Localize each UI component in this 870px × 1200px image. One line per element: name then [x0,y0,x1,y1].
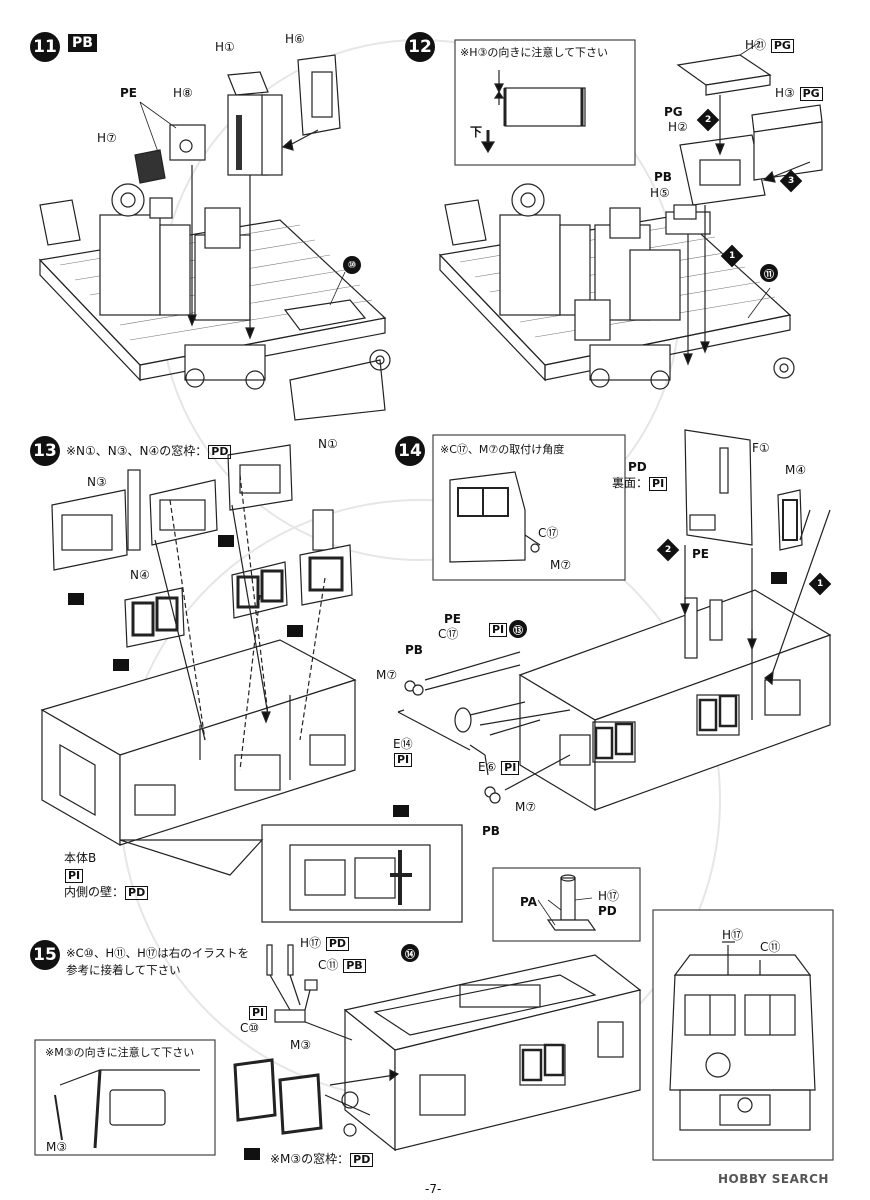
paint-chip-icon [244,1148,260,1160]
step-12-sub-11: ⑪ [760,264,778,282]
label-pe-right: PE [692,547,709,561]
paint-chip-icon [393,805,409,817]
label-h17: H⑰ PD [300,936,350,951]
step15-body [233,944,642,1152]
paint-chip-icon [287,625,303,637]
step-15-bottom-note: ※M③の窓枠：PD [270,1152,374,1167]
inset-label-pa: PA [520,895,537,909]
label-m7: M⑦ [376,668,398,682]
label-h5: H⑤ [650,186,670,200]
label-h21: H㉑ PG [745,38,794,53]
front-label-h17: H⑰ [722,928,744,942]
label-c11: C⑪ PB [318,958,366,973]
label-h3: H③ PG [775,86,823,101]
label-m4: M④ [785,463,807,477]
label-h6: H⑥ [285,32,305,46]
step12-note-box [454,39,636,166]
step-13-number: 13 [30,436,60,466]
step-14-sub-13: ⑬ [509,620,527,638]
note-label-c17: C⑰ [538,526,559,540]
label-f1: F① [752,441,770,455]
step-15-sub-14: ⑭ [401,944,419,962]
label-pi: PI [248,1005,268,1020]
step-11-number: 11 [30,32,60,62]
label-m7b: M⑦ [515,800,537,814]
step-11-paint-code: PB [68,34,97,52]
label-pb: PB [654,170,672,184]
step14-small-parts [397,651,571,804]
label-pe-left: PE [444,612,461,626]
label-n1: N① [318,437,338,451]
step-15-number: 15 [30,940,60,970]
label-h2: H② [668,120,688,134]
note-label-m7: M⑦ [550,558,572,572]
step11-parts [134,54,346,340]
label-m3: M③ [290,1038,312,1052]
label-pg: PG [664,105,683,119]
inset-label-pd: PD [598,904,617,918]
step-14-note: ※C⑰、M⑦の取付け角度 [440,443,565,456]
step12-parts [665,41,823,366]
label-pb2: PB [482,824,500,838]
label-pd: PD [628,460,647,474]
front-label-c11: C⑪ [760,940,781,954]
label-e6: E⑥ PI [478,760,520,775]
label-back: 裏面：PI [612,476,668,491]
label-pi2: PI [393,752,413,767]
step-13-body-labels: 本体B PI 内側の壁：PD [64,850,149,901]
label-c17: C⑰ [438,627,459,641]
inset-label-h17: H⑰ [598,889,620,903]
step-13-note: ※N①、N③、N④の窓枠：PD [66,444,232,459]
label-h8: H⑧ [173,86,193,100]
label-h1: H① [215,40,235,54]
paint-chip-icon [68,593,84,605]
step11-deck [38,183,391,421]
paint-chip-icon [771,572,787,584]
paint-chip-icon [113,659,129,671]
step-12-note: ※H③の向きに注意して下さい [460,44,609,60]
label-n4: N④ [130,568,150,582]
step-14-number: 14 [395,436,425,466]
label-c10: C⑩ [240,1021,260,1035]
step-15-box-note: ※M③の向きに注意して下さい [45,1046,195,1059]
watermark-logo: HOBBY SEARCH [718,1172,829,1186]
step15-front-view [652,909,834,1161]
step-11-sub-10: ⑩ [343,256,361,274]
step-12-number: 12 [405,32,435,62]
label-h7: H⑦ [97,131,117,145]
box-label-m3: M③ [46,1140,68,1154]
step14-inset [492,867,641,942]
step14-note-box [432,434,626,581]
label-pb: PB [405,643,423,657]
step13-body [40,444,357,847]
label-e14: E⑭ [393,737,413,751]
label-pi: PI [488,622,508,637]
step-12-down-label: 下 [470,125,483,139]
page-number: -7- [425,1182,442,1196]
step-15-note: ※C⑩、H⑪、H⑰は右のイラストを 参考に接着して下さい [66,946,250,977]
label-n3: N③ [87,475,107,489]
paint-chip-icon [218,535,234,547]
step15-note-box [34,1039,216,1156]
step14-body [518,429,832,812]
step13-inset [119,824,463,923]
step12-deck [438,183,795,390]
label-pe: PE [120,86,137,100]
